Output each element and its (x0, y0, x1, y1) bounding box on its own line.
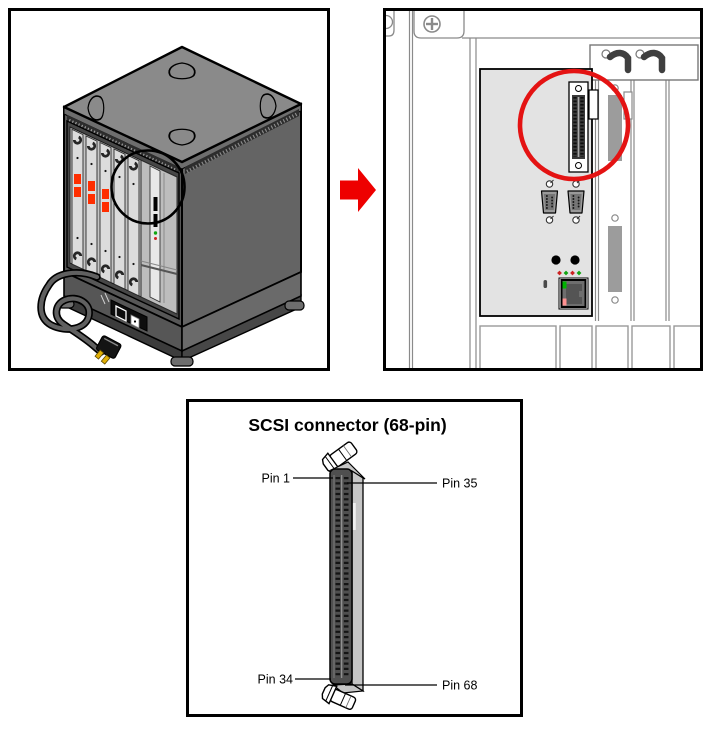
audio-jack (570, 255, 580, 265)
screw-icon (611, 214, 619, 222)
side-highlight (352, 503, 356, 530)
card-cage (66, 119, 180, 321)
phillips-screw-icon (386, 14, 394, 30)
tower-base (57, 270, 305, 367)
module-connector (153, 214, 158, 227)
tower-foot (170, 356, 194, 367)
panel-seams (408, 11, 700, 368)
ethernet-led-pink (562, 298, 567, 306)
scsi-connector-panel: SCSI connector (68-pin) (186, 399, 523, 717)
phillips-screw-icon (423, 15, 441, 33)
plug-prong (100, 354, 111, 365)
serial-port-db9 (567, 179, 585, 224)
lid-corner-pads (87, 62, 277, 146)
slot-red-tags (74, 174, 109, 212)
tower-foot (284, 300, 305, 311)
scsi-diagram-title: SCSI connector (68-pin) (248, 415, 447, 435)
jackscrew-icon (575, 85, 582, 92)
pin34-label: Pin 34 (258, 673, 293, 687)
scsi-connector-diagram: Pin 1 Pin 35 Pin 34 Pin 68 (258, 441, 477, 710)
card-slot (127, 154, 140, 297)
black-circle-annotation (110, 149, 186, 225)
backpanel-closeup-panel (383, 8, 703, 371)
power-cord (37, 269, 105, 356)
module-led-red (154, 237, 157, 240)
module-led-green (153, 231, 158, 235)
module-connector (153, 197, 158, 211)
scsi-connector-68pin (568, 81, 589, 173)
latch-slot (588, 89, 599, 120)
ejector-lever-box (589, 44, 699, 81)
audio-jack (551, 255, 561, 265)
backpanel-illustration (386, 11, 700, 368)
serial-port-db9 (540, 179, 559, 224)
slot-screws (76, 156, 135, 266)
pin1-label: Pin 1 (262, 472, 291, 486)
tower-rear-view-panel (8, 8, 330, 371)
module-bay (140, 159, 178, 315)
reset-slot (543, 280, 548, 288)
power-receptacle (100, 292, 148, 332)
ethernet-led-green (562, 281, 567, 289)
ethernet-port (558, 277, 589, 310)
tower-illustration (37, 45, 305, 367)
pin-leader-lines (293, 477, 437, 686)
screw-icon (611, 296, 619, 304)
card-slot (71, 128, 84, 270)
zoom-arrow-icon (340, 168, 376, 212)
card-slot (113, 148, 126, 290)
ejector-lever-icon (635, 49, 666, 74)
jackscrew-bottom-icon (321, 684, 357, 710)
power-plug (94, 335, 122, 365)
neighbor-scsi-connector (608, 214, 622, 304)
slot-lever-icons (72, 135, 139, 287)
pin35-label: Pin 35 (442, 477, 477, 491)
ejector-lever-icon (601, 49, 632, 74)
pin68-label: Pin 68 (442, 679, 477, 693)
plug-prong (94, 349, 105, 360)
card-slot (85, 135, 98, 277)
connector-front-face (329, 468, 353, 685)
jackscrew-icon (575, 162, 582, 169)
card-slots (71, 128, 140, 297)
tower-top-face (62, 45, 303, 164)
lower-bays (479, 325, 700, 368)
card-slot (99, 141, 112, 284)
red-circle-annotation (517, 68, 631, 182)
